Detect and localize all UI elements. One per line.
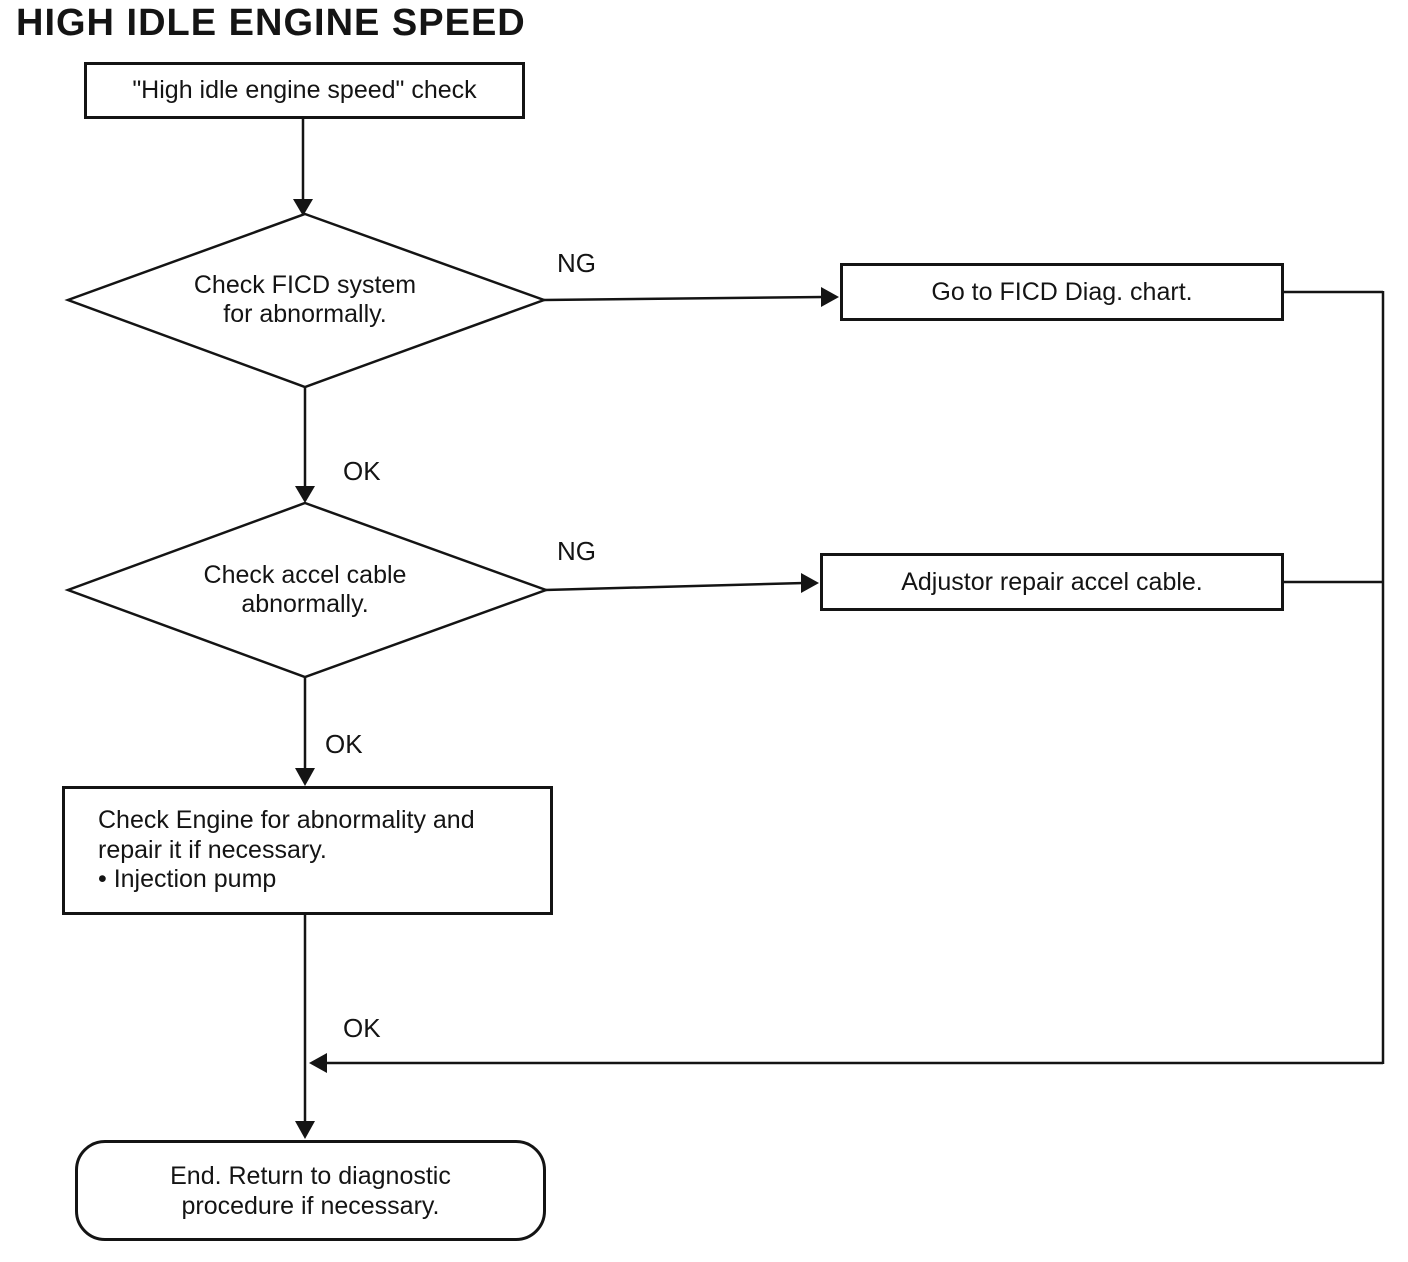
ok-label-accel: OK bbox=[325, 729, 363, 759]
page-title: HIGH IDLE ENGINE SPEED bbox=[16, 2, 526, 44]
end-node: End. Return to diagnostic procedure if n… bbox=[75, 1140, 546, 1241]
action-ficd-label: Go to FICD Diag. chart. bbox=[931, 277, 1193, 306]
engine-check-line-1: Check Engine for abnormality and bbox=[98, 806, 475, 834]
engine-check-line-3: • Injection pump bbox=[98, 865, 277, 893]
arrowhead-into-end-box bbox=[295, 1121, 315, 1139]
engine-check-node: Check Engine for abnormality and repair … bbox=[62, 786, 553, 915]
action-accel-node: Adjustor repair accel cable. bbox=[820, 553, 1284, 611]
ok-label-ficd: OK bbox=[343, 456, 381, 486]
decision-ficd-node: Check FICD system for abnormally. bbox=[193, 271, 417, 328]
ok-label-engine: OK bbox=[343, 1013, 381, 1043]
line-ng-ficd bbox=[542, 295, 825, 302]
arrowhead-into-decision-accel bbox=[295, 486, 315, 503]
action-ficd-node: Go to FICD Diag. chart. bbox=[840, 263, 1284, 321]
arrowhead-into-engine-box bbox=[295, 768, 315, 786]
arrowhead-return-into-main bbox=[309, 1053, 327, 1073]
start-node: "High idle engine speed" check bbox=[84, 62, 525, 119]
arrowhead-into-action-accel bbox=[801, 573, 819, 593]
engine-check-line-2: repair it if necessary. bbox=[98, 835, 327, 864]
line-ng-accel bbox=[544, 581, 805, 592]
action-accel-label: Adjustor repair accel cable. bbox=[901, 567, 1203, 596]
decision-accel-node: Check accel cable abnormally. bbox=[203, 561, 407, 618]
arrowhead-into-decision-ficd bbox=[293, 199, 313, 216]
ng-label-ficd: NG bbox=[557, 248, 596, 278]
start-node-label: "High idle engine speed" check bbox=[132, 76, 477, 105]
ng-label-accel: NG bbox=[557, 536, 596, 566]
end-node-label: End. Return to diagnostic procedure if n… bbox=[170, 1161, 451, 1220]
arrowhead-into-action-ficd bbox=[821, 287, 839, 307]
